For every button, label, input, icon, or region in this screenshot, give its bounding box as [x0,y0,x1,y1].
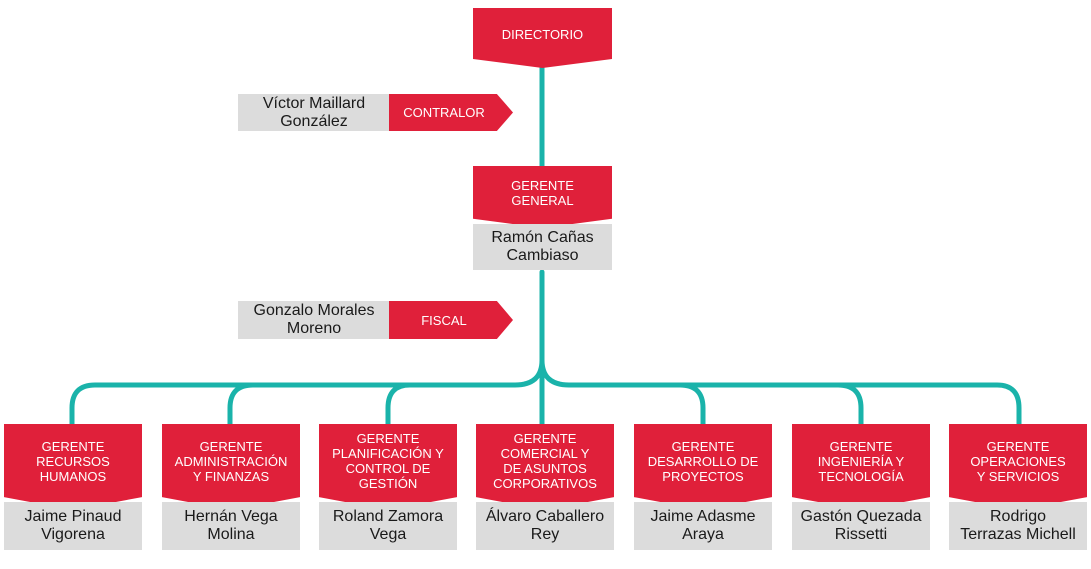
gerente-operaciones-role-box: GERENTE OPERACIONES Y SERVICIOS [949,424,1087,510]
gerente-comercial-role-box: GERENTE COMERCIAL Y DE ASUNTOS CORPORATI… [476,424,614,510]
gerente-desarrollo-role-box: GERENTE DESARROLLO DE PROYECTOS [634,424,772,510]
connector-left-branch [69,357,545,428]
gerente-administracion-role: GERENTE ADMINISTRACIÓN Y FINANZAS [174,438,288,484]
gerente-comercial-name-box: Álvaro Caballero Rey [476,502,614,550]
connector-drop-3 [385,382,413,428]
gerente-planificacion-role-box: GERENTE PLANIFICACIÓN Y CONTROL DE GESTI… [319,424,457,510]
contralor-role-box: CONTRALOR [389,94,513,131]
directorio-box: DIRECTORIO [473,8,612,68]
contralor-name: Víctor Maillard González [262,94,366,130]
gerente-rrhh-role: GERENTE RECURSOS HUMANOS [36,438,110,484]
gerente-rrhh-name: Jaime Pinaud Vigorena [24,508,122,543]
gerente-comercial-name: Álvaro Caballero Rey [485,508,605,543]
fiscal-role: FISCAL [421,312,467,328]
gerente-general-name-box: Ramón Cañas Cambiaso [473,224,612,270]
gerente-administracion-name-box: Hernán Vega Molina [162,502,300,550]
gerente-administracion-role-box: GERENTE ADMINISTRACIÓN Y FINANZAS [162,424,300,510]
connector-drop-6 [835,382,864,428]
fiscal-name: Gonzalo Morales Moreno [253,302,375,337]
gerente-desarrollo-role: GERENTE DESARROLLO DE PROYECTOS [647,438,759,484]
gerente-ingenieria-role-box: GERENTE INGENIERÍA Y TECNOLOGÍA [792,424,930,510]
gerente-desarrollo-name: Jaime Adasme Araya [650,508,756,543]
gerente-operaciones-name: Rodrigo Terrazas Michell [960,508,1076,543]
gerente-comercial-role: GERENTE COMERCIAL Y DE ASUNTOS CORPORATI… [493,431,597,491]
connector-right-branch [539,357,1022,428]
gerente-general-role: GERENTE GENERAL [511,178,574,208]
gerente-rrhh-role-box: GERENTE RECURSOS HUMANOS [4,424,142,510]
gerente-general-name: Ramón Cañas Cambiaso [491,229,594,264]
connector-drop-5 [677,382,706,428]
gerente-ingenieria-name: Gastón Quezada Rissetti [800,508,922,543]
contralor-role: CONTRALOR [403,105,485,120]
gerente-operaciones-role: GERENTE OPERACIONES Y SERVICIOS [970,438,1066,484]
connector-drop-2 [227,382,256,428]
fiscal-role-box: FISCAL [389,301,513,339]
gerente-general-role-box: GERENTE GENERAL [473,166,612,228]
directorio-label: DIRECTORIO [501,26,584,42]
gerente-desarrollo-name-box: Jaime Adasme Araya [634,502,772,550]
gerente-ingenieria-name-box: Gastón Quezada Rissetti [792,502,930,550]
gerente-planificacion-name: Roland Zamora Vega [332,508,444,543]
gerente-administracion-name: Hernán Vega Molina [184,508,278,543]
contralor-name-box: Víctor Maillard González [238,94,390,131]
gerente-planificacion-name-box: Roland Zamora Vega [319,502,457,550]
gerente-operaciones-name-box: Rodrigo Terrazas Michell [949,502,1087,550]
fiscal-name-box: Gonzalo Morales Moreno [238,301,390,339]
gerente-ingenieria-role: GERENTE INGENIERÍA Y TECNOLOGÍA [817,438,905,484]
gerente-planificacion-role: GERENTE PLANIFICACIÓN Y CONTROL DE GESTI… [332,431,444,491]
gerente-rrhh-name-box: Jaime Pinaud Vigorena [4,502,142,550]
